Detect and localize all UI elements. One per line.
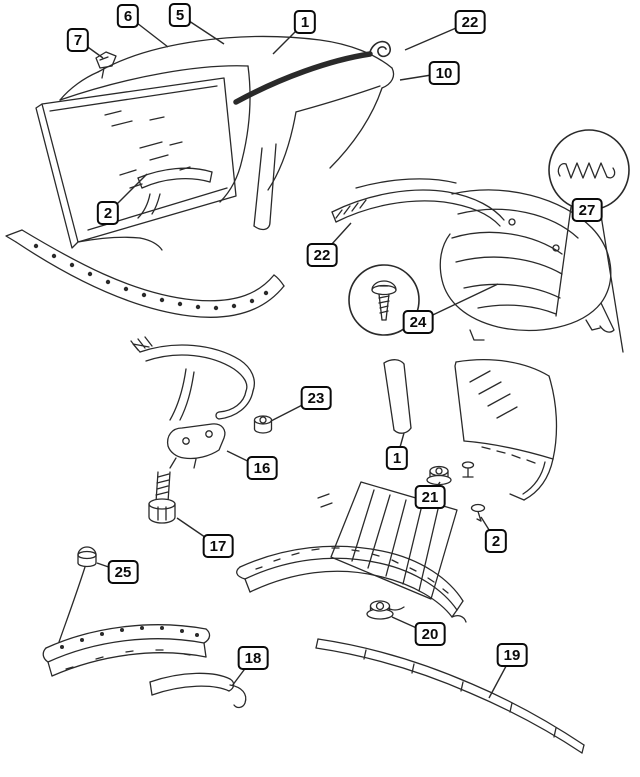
screw-detail-circle [348,264,420,336]
callout-1-top[interactable]: 1 [293,10,317,34]
leader-line [555,206,572,317]
clip-icon [461,461,475,478]
nut-20-icon [366,600,394,620]
header-rail-group [130,336,273,524]
spring-icon [557,162,616,179]
front-weatherstrip [5,229,285,318]
rear-rail-group [42,546,247,709]
folding-top-assembly [35,35,395,251]
callout-16[interactable]: 16 [246,456,278,480]
side-molding [315,638,585,754]
callout-25[interactable]: 25 [107,560,139,584]
callout-10[interactable]: 10 [428,61,460,85]
callout-19[interactable]: 19 [496,643,528,667]
bolt-icon [148,471,176,524]
spring-detail-circle [548,129,630,353]
callout-1-mid[interactable]: 1 [385,446,409,470]
callout-21[interactable]: 21 [414,485,446,509]
screw-icon [371,280,397,321]
callout-23[interactable]: 23 [300,386,332,410]
callout-2-quarter[interactable]: 2 [484,529,508,553]
nut-23-icon [253,415,273,434]
callout-6[interactable]: 6 [116,4,140,28]
callout-17[interactable]: 17 [202,534,234,558]
nut-21-icon [426,465,452,486]
cap-nut-25-icon [58,546,97,643]
clip-2-icon [470,503,486,522]
mounting-bracket [166,423,226,469]
callout-22-mid[interactable]: 22 [306,243,338,267]
quarter-trim-group [383,359,558,522]
callout-18[interactable]: 18 [237,646,269,670]
top-latch [95,51,117,79]
callout-20[interactable]: 20 [414,622,446,646]
top-seal-band [233,40,391,105]
weatherstrip-holes [33,243,269,311]
callout-22-top[interactable]: 22 [454,10,486,34]
callout-7[interactable]: 7 [66,28,90,52]
leader-line [599,208,624,353]
folded-top-assembly [331,178,615,341]
belt-rail [236,545,467,623]
callout-2-windshield[interactable]: 2 [96,201,120,225]
rail-holes [60,626,199,649]
callout-27[interactable]: 27 [571,198,603,222]
callout-24[interactable]: 24 [402,310,434,334]
callout-5[interactable]: 5 [168,3,192,27]
